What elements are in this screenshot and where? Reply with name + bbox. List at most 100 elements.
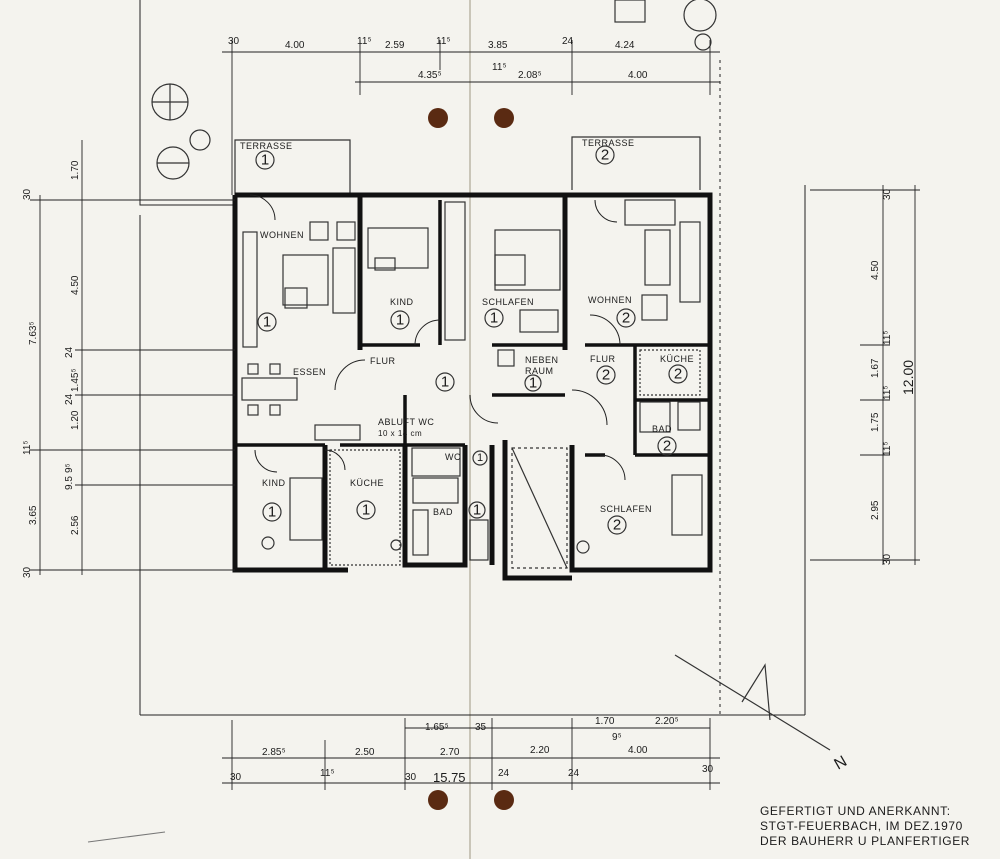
svg-text:1: 1 (263, 314, 271, 331)
room-kueche-1: KÜCHE (350, 478, 384, 488)
unit-markers: 1 1 1 1 1 1 1 1 1 2 2 2 2 2 (257, 308, 688, 535)
north-arrow: N (674, 654, 851, 774)
svg-text:1.45⁵: 1.45⁵ (70, 368, 81, 392)
svg-text:4.35⁵: 4.35⁵ (418, 70, 442, 81)
room-wohnen-1: WOHNEN (260, 230, 304, 240)
pencil-mark (87, 831, 166, 843)
room-neben-label: NEBEN (525, 355, 559, 365)
svg-text:30: 30 (702, 764, 714, 775)
unit-1-marker: 1 (261, 152, 269, 169)
svg-text:1: 1 (473, 502, 481, 519)
svg-text:2: 2 (602, 367, 610, 384)
abluft-size: 10 x 14 cm (378, 429, 422, 438)
overall-depth: 12.00 (900, 360, 916, 395)
svg-text:11⁵: 11⁵ (882, 385, 893, 400)
svg-text:11⁵: 11⁵ (22, 440, 33, 455)
svg-text:11⁵: 11⁵ (320, 768, 335, 779)
unit-2-marker: 2 (601, 147, 609, 164)
dimensions-bottom: 1.65⁵ 35 1.70 2.20⁵ 2.85⁵ 2.50 2.70 2.20… (222, 716, 720, 790)
north-letter: N (832, 753, 851, 774)
punch-hole (428, 108, 448, 128)
svg-text:1: 1 (529, 375, 537, 392)
dimensions-top: 30 4.00 11⁵ 2.59 11⁵ 3.85 24 4.24 4.35⁵ … (222, 36, 720, 195)
svg-text:24: 24 (498, 768, 510, 779)
svg-text:30: 30 (230, 772, 242, 783)
plot-boundary (139, 0, 806, 716)
svg-text:2: 2 (663, 438, 671, 455)
svg-text:30: 30 (22, 566, 33, 578)
door-swings (249, 194, 626, 481)
svg-text:4.00: 4.00 (285, 40, 305, 51)
svg-text:11⁵: 11⁵ (882, 330, 893, 345)
svg-text:4.00: 4.00 (628, 745, 648, 756)
svg-text:2.20⁵: 2.20⁵ (655, 716, 679, 727)
svg-text:1: 1 (490, 310, 498, 327)
room-flur-2: FLUR (590, 354, 616, 364)
overall-width: 15.75 (433, 770, 466, 785)
svg-text:7.63⁵: 7.63⁵ (28, 321, 39, 345)
room-bad-2: BAD (652, 424, 672, 434)
svg-text:1.70: 1.70 (595, 716, 615, 727)
svg-text:2.56: 2.56 (70, 515, 81, 535)
room-labels: WOHNEN ESSEN KIND FLUR ABLUFT WC 10 x 14… (260, 230, 694, 517)
approval-line-2: STGT-FEUERBACH, IM DEZ.1970 (760, 819, 963, 833)
svg-text:2.59: 2.59 (385, 40, 405, 51)
svg-text:1.75: 1.75 (870, 412, 881, 432)
svg-text:1: 1 (441, 374, 449, 391)
svg-text:4.50: 4.50 (870, 260, 881, 280)
furniture-unit-1 (241, 201, 489, 566)
svg-text:1.20: 1.20 (70, 410, 81, 430)
interior-walls (235, 200, 710, 457)
svg-text:2: 2 (613, 517, 621, 534)
svg-text:35: 35 (475, 722, 487, 733)
room-kind-1a: KIND (390, 297, 414, 307)
punch-hole (428, 790, 448, 810)
svg-text:1: 1 (477, 452, 483, 464)
svg-text:1.67: 1.67 (870, 358, 881, 378)
svg-text:4.50: 4.50 (70, 275, 81, 295)
garden-trees (151, 0, 717, 180)
room-raum-label: RAUM (525, 366, 554, 376)
room-bad-1: BAD (433, 507, 453, 517)
approval-line-3: DER BAUHERR U PLANFERTIGER (760, 834, 971, 848)
room-kueche-2: KÜCHE (660, 354, 694, 364)
room-kind-1b: KIND (262, 478, 286, 488)
svg-text:1.65⁵: 1.65⁵ (425, 722, 449, 733)
punch-hole (494, 790, 514, 810)
svg-text:30: 30 (22, 188, 33, 200)
svg-text:2: 2 (622, 310, 630, 327)
dimensions-right: 30 4.50 11⁵ 1.67 11⁵ 1.75 11⁵ 2.95 30 12… (810, 185, 920, 565)
svg-text:24: 24 (562, 36, 574, 47)
svg-text:11⁵: 11⁵ (357, 36, 372, 47)
svg-text:4.24: 4.24 (615, 40, 635, 51)
svg-text:2.85⁵: 2.85⁵ (262, 747, 286, 758)
svg-text:2.20: 2.20 (530, 745, 550, 756)
svg-text:4.00: 4.00 (628, 70, 648, 81)
svg-text:2.70: 2.70 (440, 747, 460, 758)
svg-text:1: 1 (268, 504, 276, 521)
svg-text:24: 24 (64, 346, 75, 358)
svg-text:3.65: 3.65 (28, 505, 39, 525)
svg-text:2: 2 (674, 366, 682, 383)
room-schlafen-2: SCHLAFEN (600, 504, 652, 514)
svg-text:24: 24 (64, 393, 75, 405)
svg-text:11⁵: 11⁵ (436, 36, 451, 47)
approval-note: GEFERTIGT UND ANERKANNT: STGT-FEUERBACH,… (760, 804, 1000, 849)
svg-text:30: 30 (882, 553, 893, 565)
svg-text:9⁵: 9⁵ (64, 463, 75, 473)
svg-text:30: 30 (405, 772, 417, 783)
svg-text:9⁵: 9⁵ (612, 732, 622, 743)
room-essen-1: ESSEN (293, 367, 326, 377)
furniture-unit-2 (494, 199, 703, 569)
dimensions-left: 30 1.70 4.50 7.63⁵ 24 1.45⁵ 24 1.20 11⁵ … (22, 140, 235, 578)
svg-text:30: 30 (882, 188, 893, 200)
terrace-1: TERRASSE 1 (234, 139, 351, 195)
svg-text:9.5: 9.5 (64, 476, 75, 490)
svg-text:11⁵: 11⁵ (882, 441, 893, 456)
room-flur-1: FLUR (370, 356, 396, 366)
terrace-2-label: TERRASSE (582, 138, 635, 148)
svg-text:2.50: 2.50 (355, 747, 375, 758)
terrace-1-label: TERRASSE (240, 141, 293, 151)
svg-text:3.85: 3.85 (488, 40, 508, 51)
